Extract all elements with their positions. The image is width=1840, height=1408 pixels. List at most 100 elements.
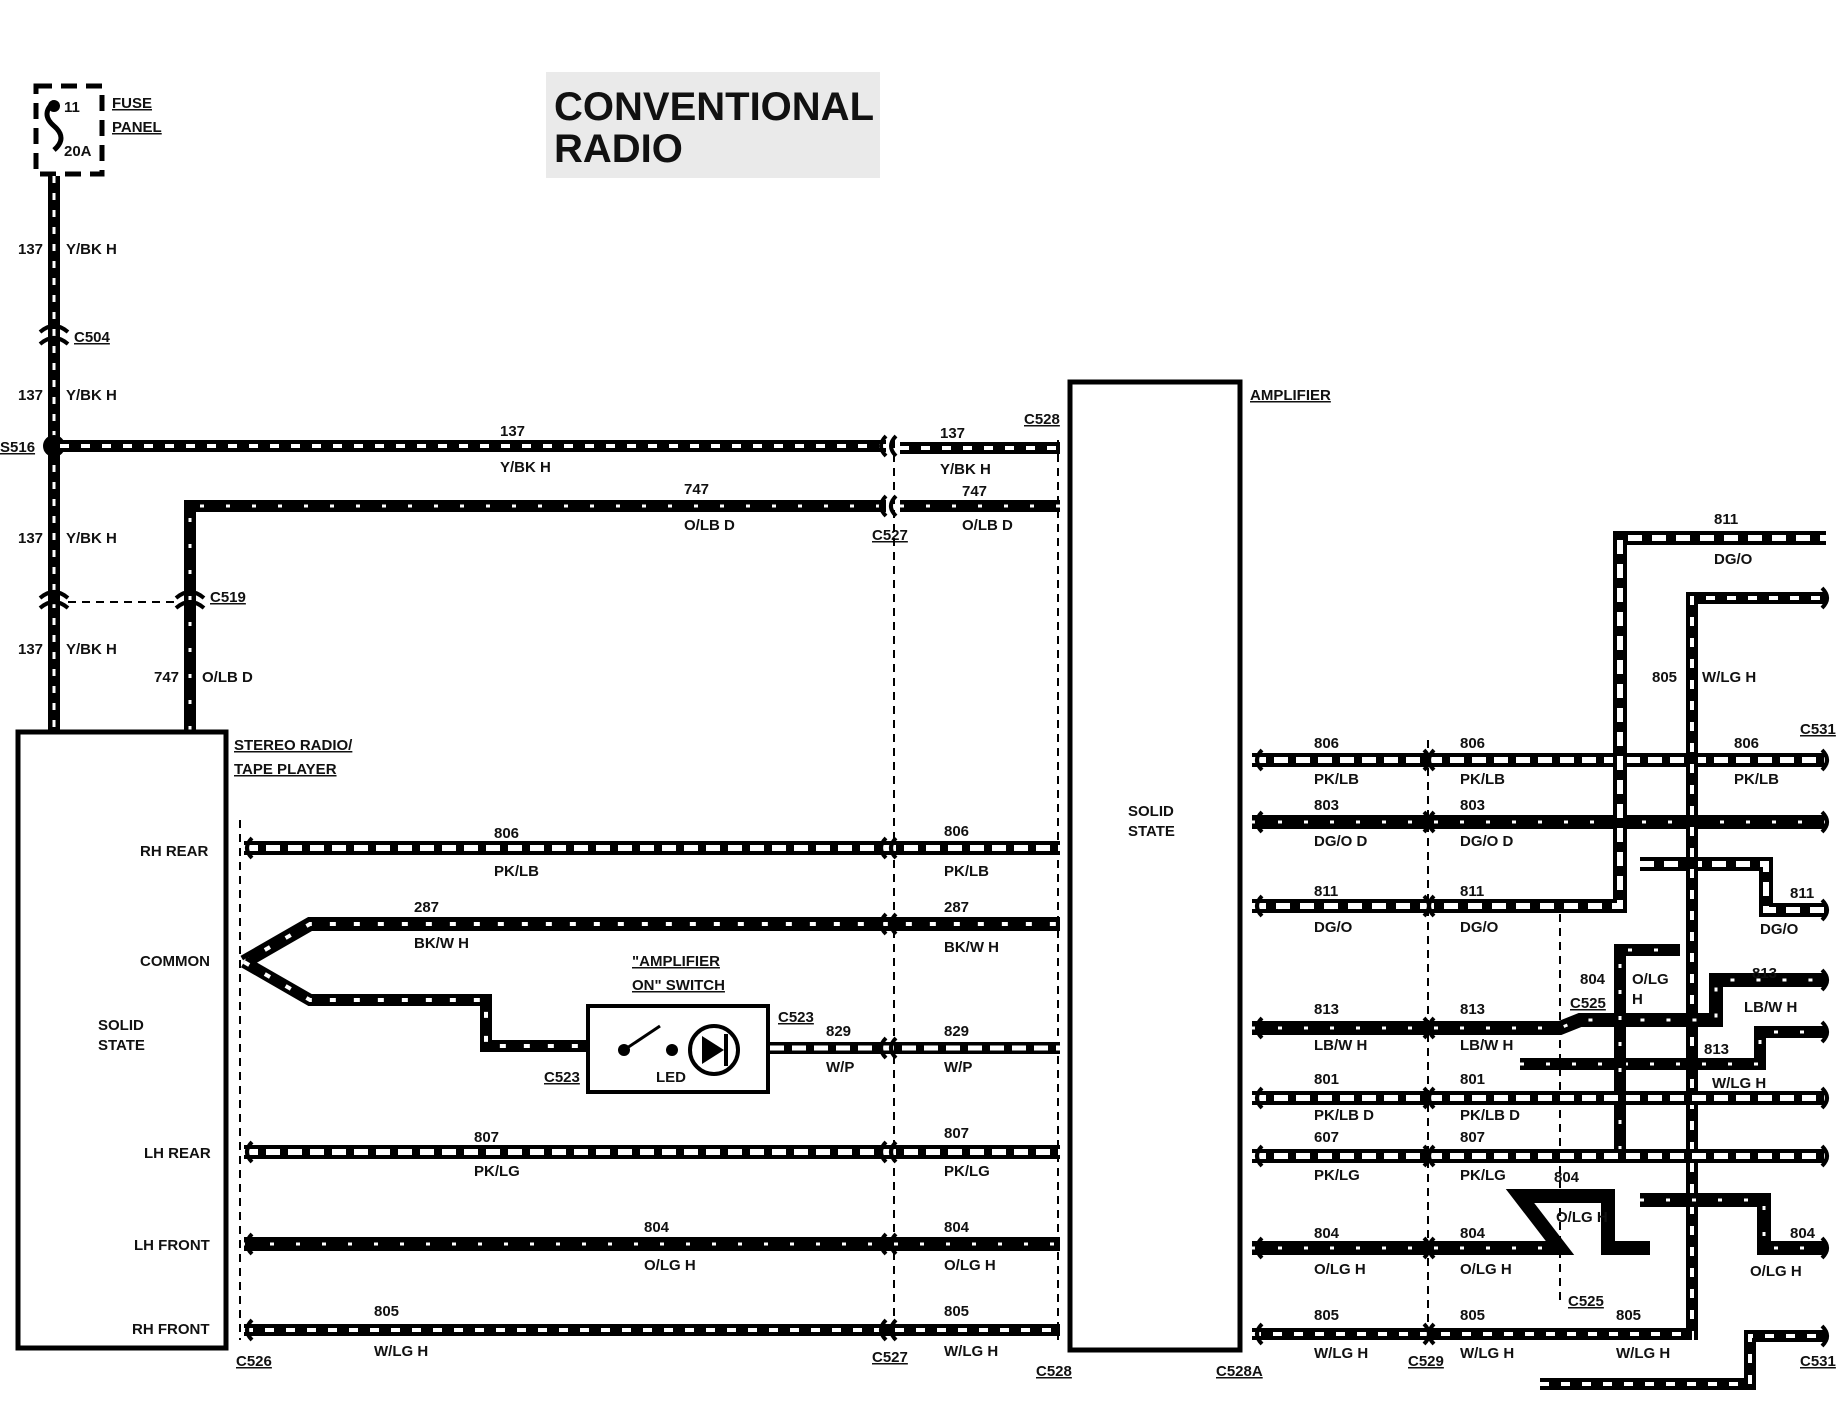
c519-connector-icon bbox=[38, 590, 206, 610]
w806-circuit: 806 bbox=[494, 825, 519, 842]
w137-color-c: Y/BK H bbox=[66, 530, 117, 547]
w805r-circuit-c: 805 bbox=[1616, 1307, 1641, 1324]
radio-solid-label: SOLID bbox=[98, 1017, 144, 1034]
c526-label: C526 bbox=[236, 1353, 272, 1370]
w137-color-d: Y/BK H bbox=[66, 641, 117, 658]
w813-circuit: 813 bbox=[1314, 1001, 1339, 1018]
w805r-color-c: W/LG H bbox=[1616, 1345, 1670, 1362]
w137-h2-color: Y/BK H bbox=[940, 461, 991, 478]
w811-color-c: DG/O bbox=[1714, 551, 1753, 568]
c525-label-upper: C525 bbox=[1570, 995, 1606, 1012]
w811-circuit: 811 bbox=[1314, 883, 1338, 900]
c528a-label: C528A bbox=[1216, 1363, 1263, 1380]
w804-color: O/LG H bbox=[644, 1257, 696, 1274]
w747-color: O/LB D bbox=[684, 517, 735, 534]
w806r-circuit: 806 bbox=[1314, 735, 1339, 752]
wire-137-horizontal bbox=[60, 440, 1060, 454]
title-shading bbox=[546, 72, 880, 178]
w813-color-b: LB/W H bbox=[1460, 1037, 1513, 1054]
w806-color: PK/LB bbox=[494, 863, 539, 880]
w829-circuit-b: 829 bbox=[944, 1023, 969, 1040]
w801-circuit: 801 bbox=[1314, 1071, 1339, 1088]
led-label: LED bbox=[656, 1069, 686, 1086]
c531-top-label: C531 bbox=[1800, 721, 1836, 738]
c529-label: C529 bbox=[1408, 1353, 1444, 1370]
wire-811-rear bbox=[1640, 857, 1826, 917]
w813-circuit-d: 813 bbox=[1704, 1041, 1729, 1058]
w137-h-color: Y/BK H bbox=[500, 459, 551, 476]
w747-circuit: 747 bbox=[684, 481, 709, 498]
w137-circuit-c: 137 bbox=[18, 530, 43, 547]
w137-h2-circuit: 137 bbox=[940, 425, 965, 442]
wire-805-right bbox=[1252, 1328, 1826, 1390]
wire-287 bbox=[240, 917, 1060, 1052]
w137-circuit-d: 137 bbox=[18, 641, 43, 658]
w747-color-v: O/LB D bbox=[202, 669, 253, 686]
w811-color: DG/O bbox=[1314, 919, 1353, 936]
w813-circuit-c: 813 bbox=[1752, 965, 1777, 982]
title-line-1: CONVENTIONAL bbox=[554, 85, 874, 129]
w804r-color-c: O/LG H bbox=[1556, 1209, 1608, 1226]
w804r-color: O/LG H bbox=[1314, 1261, 1366, 1278]
fuse-number: 11 bbox=[64, 99, 80, 116]
w607-color: PK/LG bbox=[1314, 1167, 1360, 1184]
connector-arcs-left bbox=[245, 434, 898, 1342]
w607-circuit: 607 bbox=[1314, 1129, 1339, 1146]
w811-color-d: DG/O bbox=[1760, 921, 1799, 938]
fuse-rating: 20A bbox=[64, 143, 92, 160]
w807-color-b: PK/LG bbox=[944, 1163, 990, 1180]
w806r-circuit-c: 806 bbox=[1734, 735, 1759, 752]
w829-color: W/P bbox=[826, 1059, 854, 1076]
w804v-color: O/LG bbox=[1632, 971, 1669, 988]
amp-switch-label-2: ON" SWITCH bbox=[632, 977, 725, 994]
switch-blade bbox=[623, 1024, 661, 1052]
w807-circuit-b: 807 bbox=[944, 1125, 969, 1142]
w807r-color: PK/LG bbox=[1460, 1167, 1506, 1184]
amp-solid-label: SOLID bbox=[1128, 803, 1174, 820]
w137-circuit-b: 137 bbox=[18, 387, 43, 404]
w137-circuit-a: 137 bbox=[18, 241, 43, 258]
w813-circuit-b: 813 bbox=[1460, 1001, 1485, 1018]
w804r-circuit-c: 804 bbox=[1554, 1169, 1580, 1186]
w806-circuit-b: 806 bbox=[944, 823, 969, 840]
w287-circuit-b: 287 bbox=[944, 899, 969, 916]
wire-811 bbox=[1252, 531, 1826, 913]
w804r-color-d: O/LG H bbox=[1750, 1263, 1802, 1280]
w805r-color: W/LG H bbox=[1314, 1345, 1368, 1362]
w806r-color-c: PK/LB bbox=[1734, 771, 1779, 788]
w804v-color-h: H bbox=[1632, 991, 1643, 1008]
c504-label: C504 bbox=[74, 329, 111, 346]
w811-circuit-b: 811 bbox=[1460, 883, 1484, 900]
w804v-circuit: 804 bbox=[1580, 971, 1606, 988]
connector-arcs-right bbox=[1255, 586, 1829, 1348]
w807-circuit: 807 bbox=[474, 1129, 499, 1146]
w829-color-b: W/P bbox=[944, 1059, 972, 1076]
w801-color: PK/LB D bbox=[1314, 1107, 1374, 1124]
w747-color-b: O/LB D bbox=[962, 517, 1013, 534]
fuse-panel-label-2: PANEL bbox=[112, 119, 162, 136]
w805r-color-b: W/LG H bbox=[1460, 1345, 1514, 1362]
w804r-circuit: 804 bbox=[1314, 1225, 1340, 1242]
c523-right-label: C523 bbox=[778, 1009, 814, 1026]
w805-color: W/LG H bbox=[374, 1343, 428, 1360]
w137-h-circuit: 137 bbox=[500, 423, 525, 440]
w803-circuit: 803 bbox=[1314, 797, 1339, 814]
w805r-circuit-b: 805 bbox=[1460, 1307, 1485, 1324]
w747-circuit-b: 747 bbox=[962, 483, 987, 500]
wire-804-right-vertical bbox=[1614, 944, 1680, 1150]
w287-color: BK/W H bbox=[414, 935, 469, 952]
radio-state-label: STATE bbox=[98, 1037, 145, 1054]
w804-circuit-b: 804 bbox=[944, 1219, 970, 1236]
w137-color-a: Y/BK H bbox=[66, 241, 117, 258]
amp-switch-label-1: "AMPLIFIER bbox=[632, 953, 720, 970]
led-diode-symbol bbox=[702, 1036, 724, 1064]
w811-circuit-d: 811 bbox=[1790, 885, 1814, 902]
fuse-terminal-dot bbox=[48, 100, 60, 112]
w813-color-c: LB/W H bbox=[1744, 999, 1797, 1016]
w805r-circuit: 805 bbox=[1314, 1307, 1339, 1324]
terminal-rh-front: RH FRONT bbox=[132, 1321, 210, 1338]
w803-color-b: DG/O D bbox=[1460, 833, 1514, 850]
c527-top-label: C527 bbox=[872, 527, 908, 544]
c527-bottom-label: C527 bbox=[872, 1349, 908, 1366]
